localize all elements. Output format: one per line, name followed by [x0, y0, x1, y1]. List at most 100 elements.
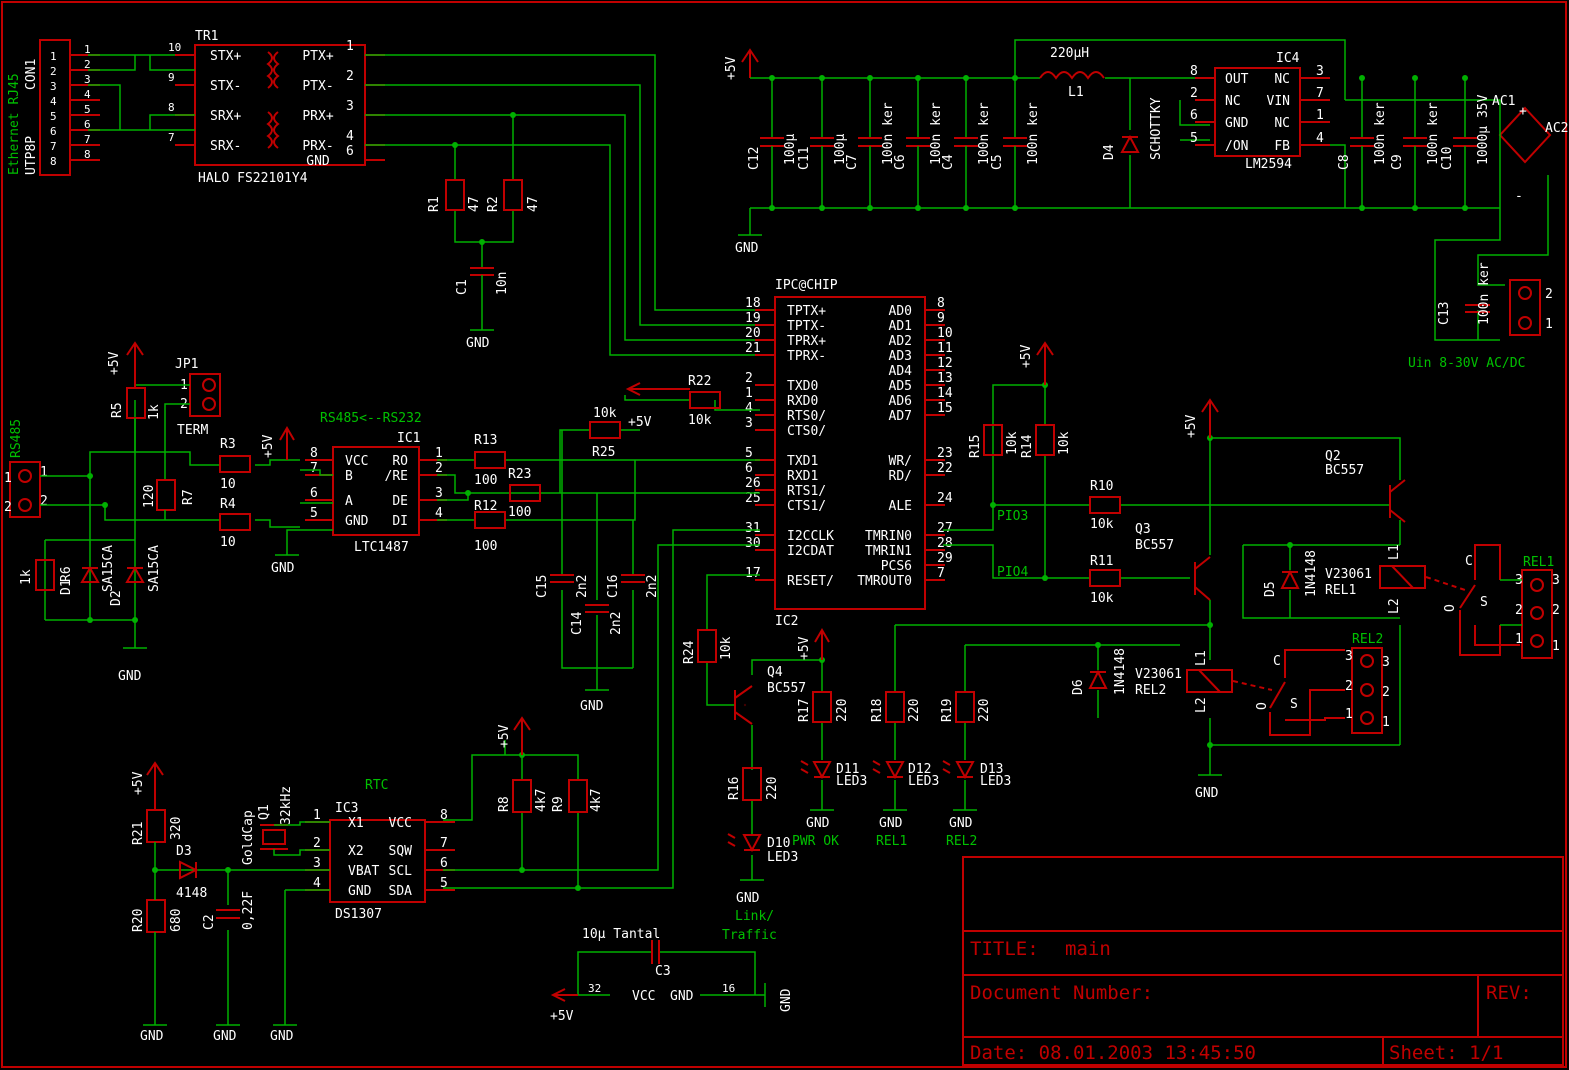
r8-resistor [512, 779, 532, 813]
r13-value: 100 [474, 473, 497, 488]
r25-label: R25 [592, 445, 615, 460]
r1-value: 47 [467, 196, 482, 212]
r12-value: 100 [474, 539, 497, 554]
r7-value: 120 [142, 485, 157, 508]
capacitor-label: C6 [893, 154, 908, 170]
cpu-right-pin-number: 9 [937, 311, 945, 326]
junction-dot [867, 205, 873, 211]
power-top-wires [750, 39, 1500, 141]
regulator-left-pin-label: GND [1225, 116, 1249, 131]
tr1-right-pin-label: PTX- [302, 79, 333, 94]
r21-label: R21 [131, 822, 146, 845]
d4-label: D4 [1102, 144, 1117, 160]
rel2-contacts [1269, 649, 1345, 736]
c3-label: C3 [655, 964, 671, 979]
r21-value: 320 [169, 817, 184, 840]
regulator-right-pin-label: VIN [1267, 94, 1290, 109]
bridge-ac1-label: AC1 [1492, 94, 1515, 109]
tr1-part: HALO FS22101Y4 [198, 171, 308, 186]
r13-resistor [474, 451, 506, 469]
bridge-plus-label: + [1519, 104, 1527, 119]
r14-label: R14 [1020, 434, 1035, 458]
cpu-left-pin-number: 18 [745, 296, 761, 311]
cpu-left-pin-number: 31 [745, 521, 761, 536]
capacitor-label: C10 [1440, 147, 1455, 170]
power-input-connector [1509, 279, 1541, 336]
q4-part: BC557 [767, 681, 806, 696]
c13-value: 100n ker [1477, 262, 1492, 325]
r2-resistor [503, 179, 523, 211]
cpu-left-pin-number: 30 [745, 536, 761, 551]
pio3-label: PIO3 [997, 509, 1028, 524]
r23-value: 100 [508, 505, 531, 520]
gnd-label-ic3: GND [270, 1029, 294, 1044]
con1-label: CON1 [24, 59, 39, 90]
r5-resistor [126, 387, 146, 419]
cpu-left-pin-label: RXD1 [787, 469, 818, 484]
ic3-left-pin-label: GND [348, 884, 372, 899]
schottky-label: SCHOTTKY [1149, 97, 1164, 160]
relay-5v-label: +5V [1019, 344, 1034, 368]
regulator-left-pin-label: /ON [1225, 139, 1248, 154]
svg-text:2: 2 [1345, 679, 1353, 694]
rs485-cap-wires [561, 430, 634, 690]
vcc-arrow-icon [1036, 341, 1054, 385]
d2-tvs-diode [125, 565, 145, 583]
junction-dot [769, 75, 775, 81]
power-gnd-wires [749, 78, 1500, 235]
d2-part: SA15CA [147, 545, 162, 592]
r25-resistor [589, 421, 621, 439]
tr1-left-pin-number: 9 [168, 71, 175, 84]
cpu-right-pin-number: 27 [937, 521, 953, 536]
svg-text:1: 1 [1345, 707, 1353, 722]
cpu-left-pin-label: CTS0/ [787, 424, 826, 439]
r12-label: R12 [474, 499, 497, 514]
r7-resistor [156, 479, 176, 511]
regulator-right-pin-label: FB [1274, 139, 1290, 154]
rel2-coil [1186, 669, 1233, 693]
con1-pin-label: 3 [50, 80, 57, 93]
r11-resistor [1089, 569, 1121, 587]
ic1-left-pin-number: 6 [310, 486, 318, 501]
svg-text:1: 1 [4, 471, 12, 486]
r10-value: 10k [1090, 517, 1114, 532]
sheet-text: Sheet: 1/1 [1389, 1042, 1503, 1064]
regulator-right-pin-number: 1 [1316, 108, 1324, 123]
cpu-right-pin-label: PCS6 [881, 559, 912, 574]
capacitor-label: C9 [1390, 154, 1405, 170]
cpu-left-pin-number: 19 [745, 311, 761, 326]
gnd-label-d13: GND [949, 816, 973, 831]
ic1-right-pin-number: 4 [435, 506, 443, 521]
c2-value: 0,22F [241, 891, 256, 930]
d13-part: LED3 [980, 774, 1011, 789]
c2-label: C2 [202, 914, 217, 930]
r22-value: 10k [688, 413, 712, 428]
jp1-label: JP1 [175, 357, 198, 372]
gnd-label-d11: GND [806, 816, 830, 831]
cpu-right-pin-label: ALE [889, 499, 912, 514]
bridge-rectifier [1498, 106, 1552, 164]
ic3-ds1307 [329, 819, 426, 903]
regulator-left-pin-label: NC [1225, 94, 1241, 109]
r19-resistor [955, 691, 975, 723]
title-value: main [1065, 938, 1111, 960]
ic1-5v-label: +5V [261, 434, 276, 458]
c3-5v-label: +5V [550, 1009, 574, 1024]
svg-text:2: 2 [1552, 603, 1560, 618]
vcc-arrow-icon [1201, 398, 1219, 438]
power-gnd-label: GND [735, 241, 759, 256]
d5-diode [1280, 569, 1300, 589]
r25-value: 10k [593, 406, 617, 421]
r24-resistor [697, 629, 717, 663]
regulator-left-pin-number: 5 [1190, 131, 1198, 146]
con1-pin-number: 4 [84, 88, 91, 101]
svg-text:S: S [1480, 595, 1488, 610]
rs485-header: RS485<--RS232 [320, 411, 422, 426]
d1-part: SA15CA [101, 545, 116, 592]
r9-resistor [568, 779, 588, 813]
junction-dot [1012, 75, 1018, 81]
con1-pin-label: 7 [50, 140, 57, 153]
d12-label: D12 [908, 762, 931, 777]
svg-text:2: 2 [4, 500, 12, 515]
